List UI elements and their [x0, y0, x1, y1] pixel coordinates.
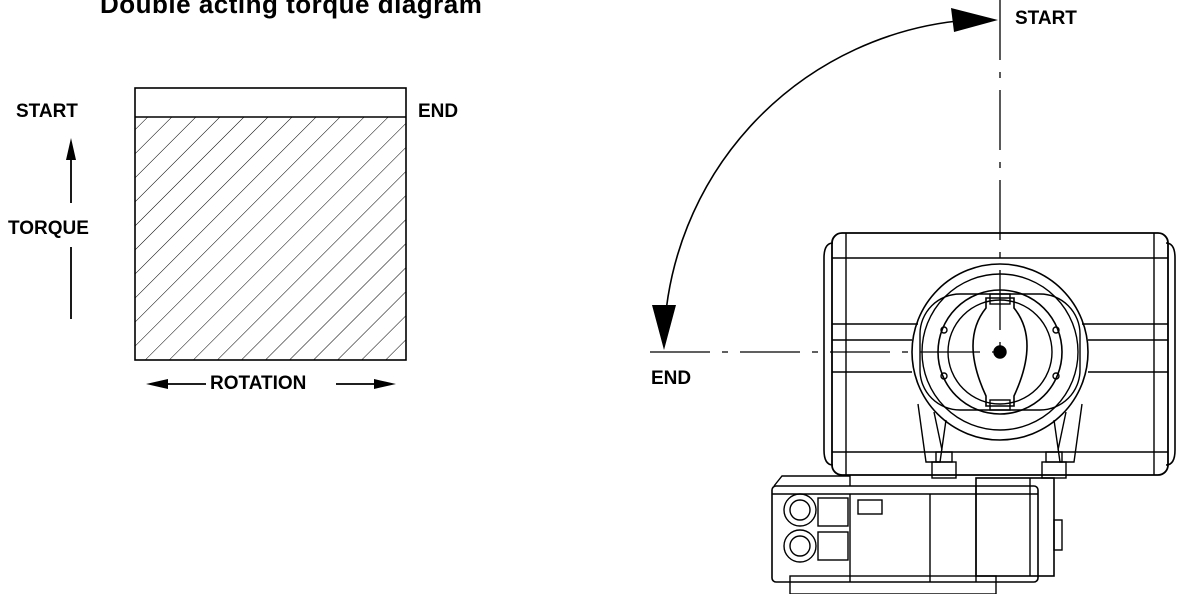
- actuator-body: [831, 232, 1169, 476]
- rotation-arrow-icon: [146, 379, 396, 389]
- torque-end-label: END: [418, 101, 459, 122]
- torque-axis-label: TORQUE: [8, 218, 89, 239]
- start-arrowhead-icon: [951, 8, 998, 32]
- position-indicator: [972, 297, 1028, 407]
- lower-housing: [771, 485, 1039, 583]
- actuator-drawing: [771, 232, 1176, 594]
- torque-diagram: [66, 87, 407, 389]
- rotation-indicator: [650, 0, 1001, 353]
- torque-start-label: START: [16, 101, 78, 122]
- indicator-center-icon: [993, 345, 1007, 359]
- end-arrowhead-icon: [652, 305, 676, 350]
- actuator-start-label: START: [1015, 8, 1077, 29]
- diagram-title: Double acting torque diagram: [100, 0, 483, 19]
- torque-arrow-icon: [66, 138, 76, 319]
- actuator-end-label: END: [651, 368, 692, 389]
- torque-hatched-area: [135, 117, 406, 360]
- rotation-axis-label: ROTATION: [210, 373, 307, 394]
- rotation-arc: [663, 19, 969, 341]
